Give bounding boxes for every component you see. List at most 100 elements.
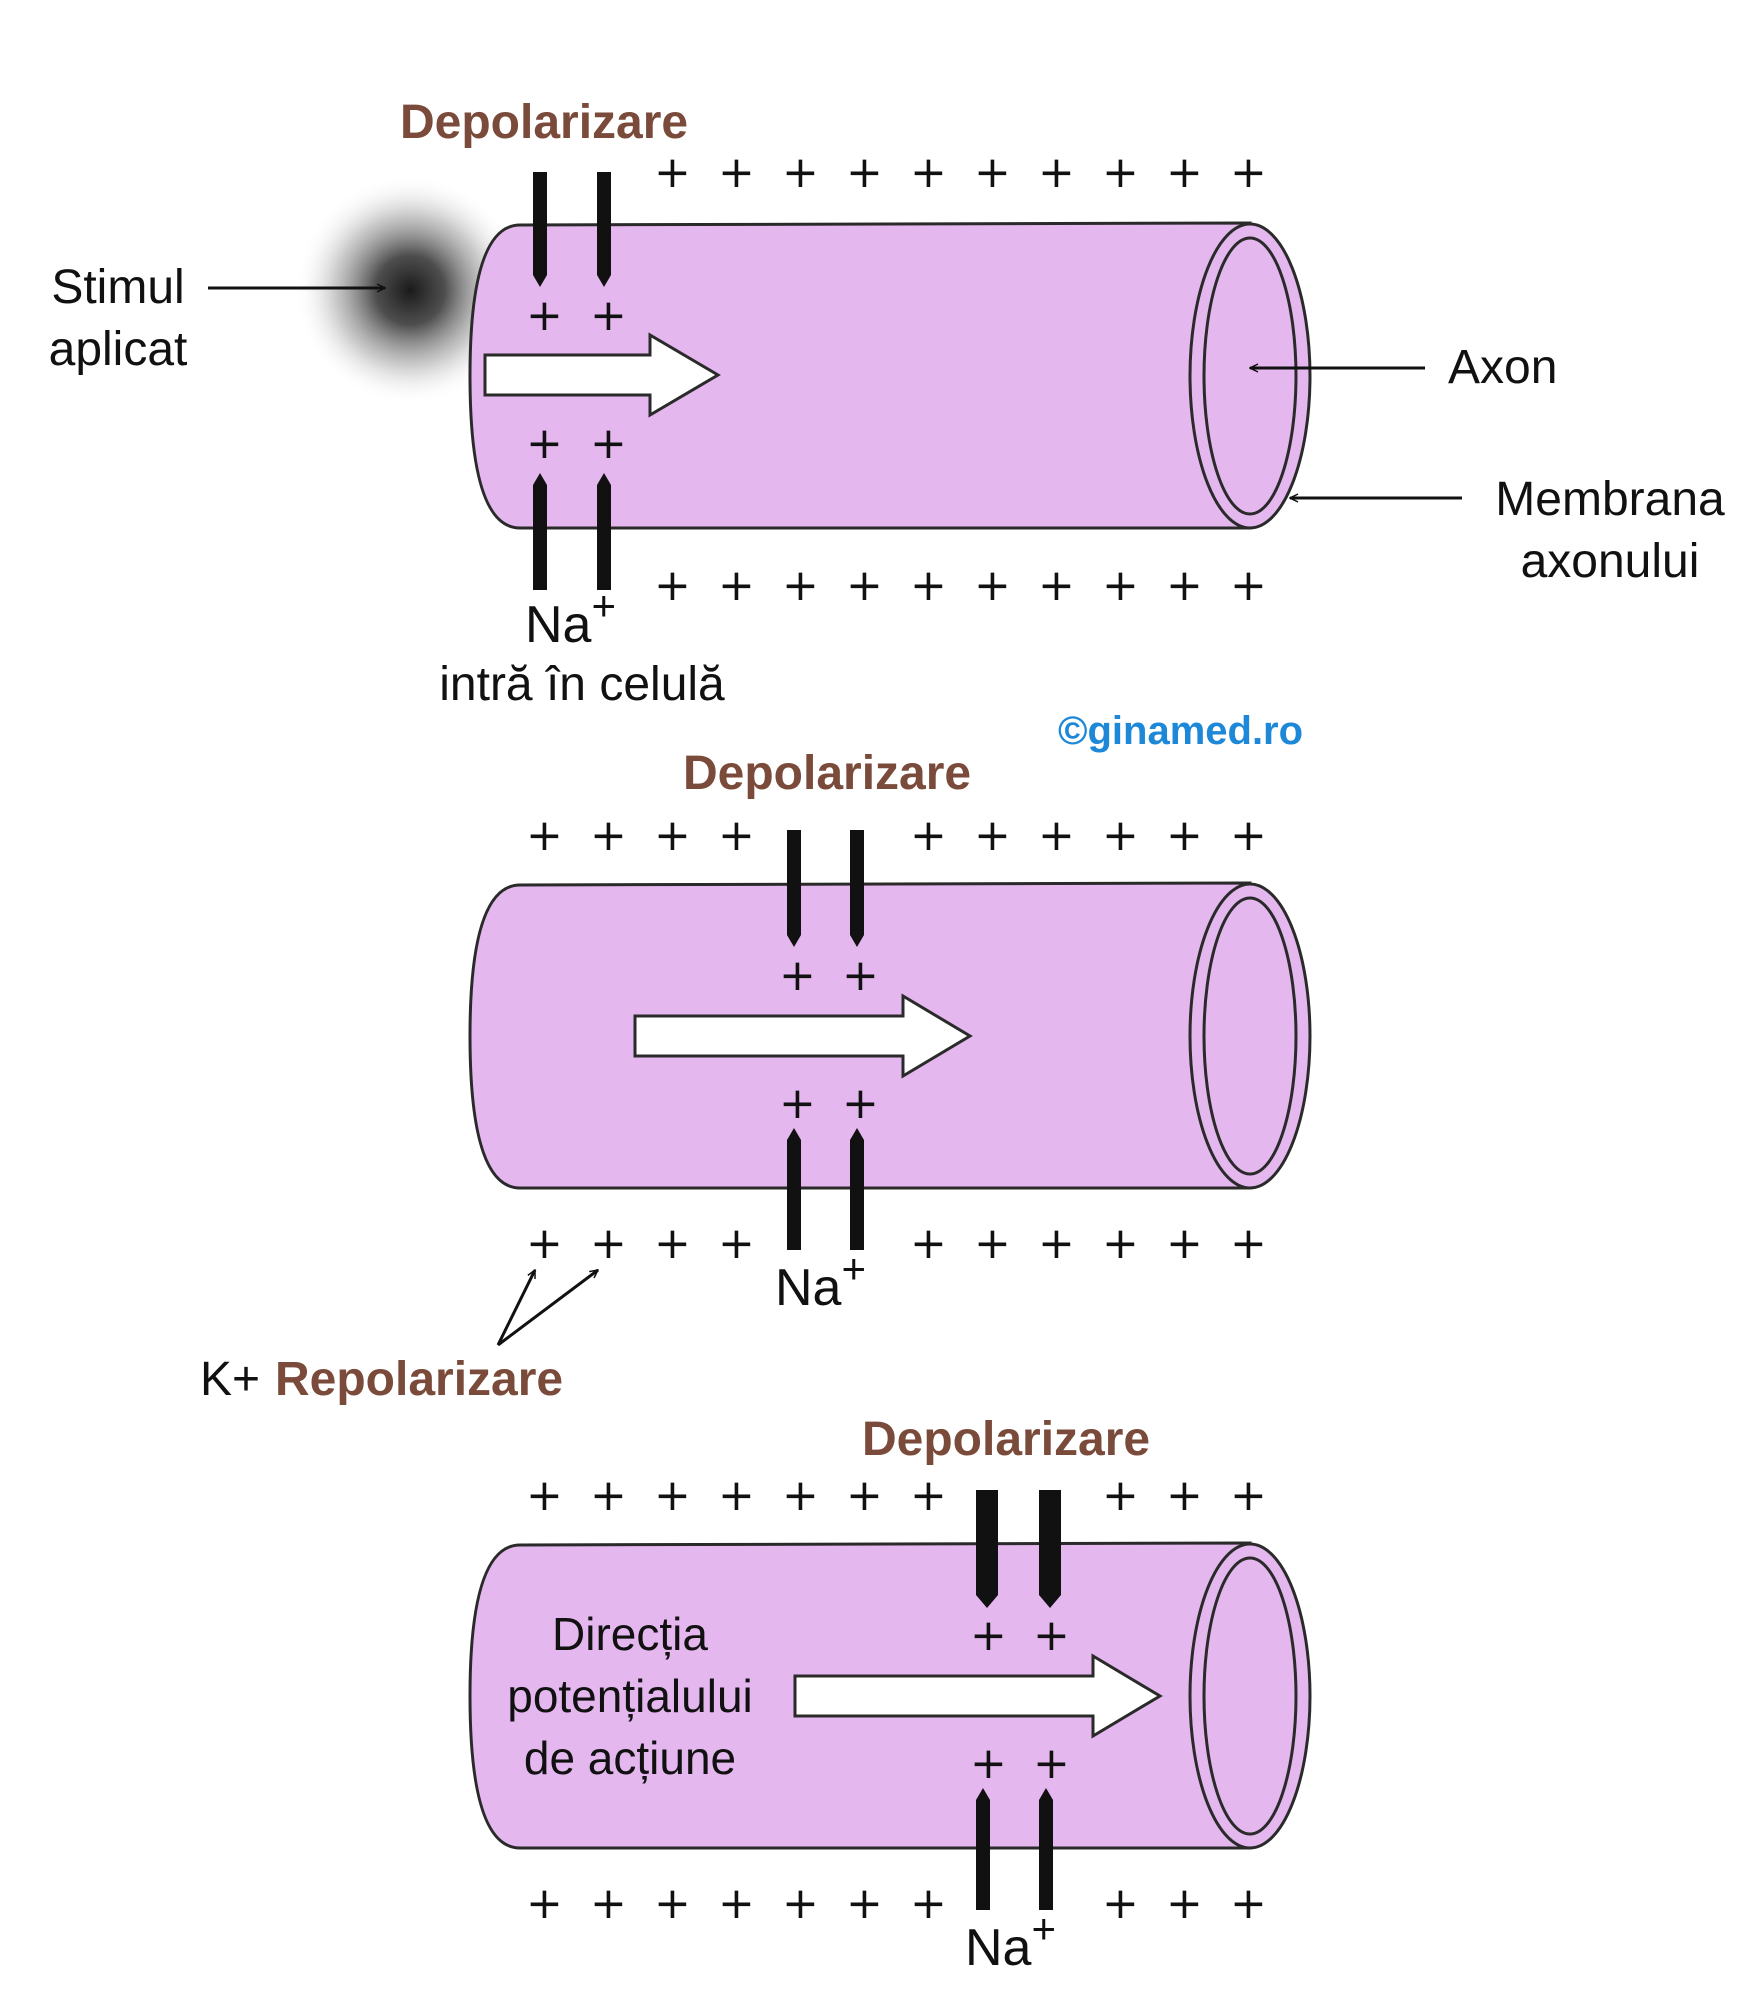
charges-bottom-3: + + + + + + + + + + — [526, 1878, 1267, 1929]
charge-sign: + — [654, 1470, 691, 1521]
charge-sign: + — [842, 950, 879, 1001]
charges-inside-2: + + + + — [779, 950, 879, 1129]
charge-sign: + — [1166, 810, 1203, 861]
charge-sign: + — [970, 1738, 1007, 1789]
direction-label: Direcția — [552, 1608, 708, 1660]
axon-label: Axon — [1448, 341, 1557, 394]
charge-sign: + — [590, 1470, 627, 1521]
axon-membrane-ring — [1188, 222, 1312, 530]
ion-channel-icon — [1039, 1788, 1053, 1910]
charge-sign: + — [1230, 147, 1267, 198]
charge-sign: + — [1166, 560, 1203, 611]
charge-sign: + — [1033, 1738, 1070, 1789]
ion-channel-icon — [533, 473, 547, 590]
sodium-charge: + — [1031, 1905, 1056, 1952]
depolarization-label: Depolarizare — [683, 747, 971, 800]
axon-lumen — [1202, 1556, 1298, 1836]
ion-channel-icon — [850, 1128, 864, 1250]
charge-sign: + — [590, 418, 627, 469]
charge-sign: + — [846, 1878, 883, 1929]
propagation-arrow-icon — [793, 1653, 1163, 1739]
charge-sign: + — [974, 147, 1011, 198]
ion-channel-icon — [597, 473, 611, 590]
charge-sign: + — [846, 147, 883, 198]
repolarization-label: Repolarizare — [275, 1353, 563, 1406]
charges-bottom-1: + + + + + + + + + + — [654, 560, 1267, 611]
charge-sign: + — [1102, 1878, 1139, 1929]
charge-sign: + — [1166, 1218, 1203, 1269]
charge-sign: + — [974, 810, 1011, 861]
charge-sign: + — [654, 810, 691, 861]
charges-top-2: + + + + + + + + + + — [526, 810, 1267, 861]
charge-sign: + — [846, 1470, 883, 1521]
charges-top-1: + + + + + + + + + + — [654, 147, 1267, 198]
charge-sign: + — [1033, 1610, 1070, 1661]
charge-sign: + — [526, 290, 563, 341]
charge-sign: + — [1102, 147, 1139, 198]
charge-sign: + — [526, 1470, 563, 1521]
axon-membrane-ring — [1188, 882, 1312, 1190]
charge-sign: + — [654, 147, 691, 198]
charge-sign: + — [718, 1470, 755, 1521]
watermark: ©ginamed.ro — [1058, 709, 1303, 753]
charge-sign: + — [910, 810, 947, 861]
charge-sign: + — [910, 147, 947, 198]
charge-sign: + — [526, 418, 563, 469]
ion-channel-icon — [533, 172, 547, 287]
charge-sign: + — [1166, 147, 1203, 198]
sodium-label: Na+ — [965, 1905, 1056, 1977]
charge-sign: + — [846, 560, 883, 611]
charge-sign: + — [590, 810, 627, 861]
sodium-symbol: Na — [965, 1919, 1032, 1977]
charge-sign: + — [718, 1218, 755, 1269]
charge-sign: + — [1038, 810, 1075, 861]
charge-sign: + — [654, 560, 691, 611]
sodium-enters-label: intră în celulă — [439, 658, 725, 711]
charges-bottom-2: + + + + + + + + + + — [526, 1218, 1267, 1269]
charge-sign: + — [974, 560, 1011, 611]
charge-sign: + — [782, 147, 819, 198]
ion-channel-icon — [850, 830, 864, 947]
charge-sign: + — [1230, 810, 1267, 861]
charge-sign: + — [782, 560, 819, 611]
direction-label: de acțiune — [524, 1732, 736, 1784]
charge-sign: + — [779, 950, 816, 1001]
membrane-label: Membrana — [1495, 473, 1725, 526]
axon-lumen — [1202, 896, 1298, 1176]
axon-lumen — [1202, 236, 1298, 516]
propagation-arrow-icon — [483, 332, 721, 418]
charge-sign: + — [654, 1878, 691, 1929]
charge-sign: + — [1166, 1878, 1203, 1929]
propagation-arrow-icon — [633, 993, 973, 1079]
charge-sign: + — [970, 1610, 1007, 1661]
stimulus-label: aplicat — [49, 323, 188, 376]
charges-inside-3: + + + + — [970, 1610, 1070, 1789]
charge-sign: + — [1038, 147, 1075, 198]
axon-body — [468, 221, 1252, 530]
sodium-charge: + — [841, 1245, 866, 1292]
charge-sign: + — [1230, 1470, 1267, 1521]
charge-sign: + — [590, 290, 627, 341]
charge-sign: + — [718, 810, 755, 861]
ion-channel-icon — [597, 172, 611, 287]
direction-label: potențialului — [507, 1670, 753, 1722]
charge-sign: + — [718, 560, 755, 611]
charge-sign: + — [1038, 1218, 1075, 1269]
panel-stimulus: + + + + + + + + + + + + + + + + + + + + … — [49, 96, 1725, 711]
ion-channel-icon — [787, 830, 801, 947]
ion-channel-icon — [787, 1128, 801, 1250]
charges-top-3: + + + + + + + + + + — [526, 1470, 1267, 1521]
panel-propagation: + + + + + + + + + + + + + + + + + + + + … — [200, 747, 1312, 1406]
sodium-label: Na+ — [525, 582, 616, 654]
repolarization-arrow-icon — [497, 1268, 598, 1347]
membrane-label: axonului — [1521, 535, 1700, 588]
charge-sign: + — [910, 1878, 947, 1929]
panel-direction: + + + + + + + + + + + + + + + + + + + + … — [468, 1413, 1312, 1977]
charge-sign: + — [1166, 1470, 1203, 1521]
charge-sign: + — [718, 147, 755, 198]
charge-sign: + — [1230, 1878, 1267, 1929]
axon-membrane-ring — [1188, 1542, 1312, 1850]
sodium-symbol: Na — [775, 1259, 842, 1317]
charge-sign: + — [654, 1218, 691, 1269]
